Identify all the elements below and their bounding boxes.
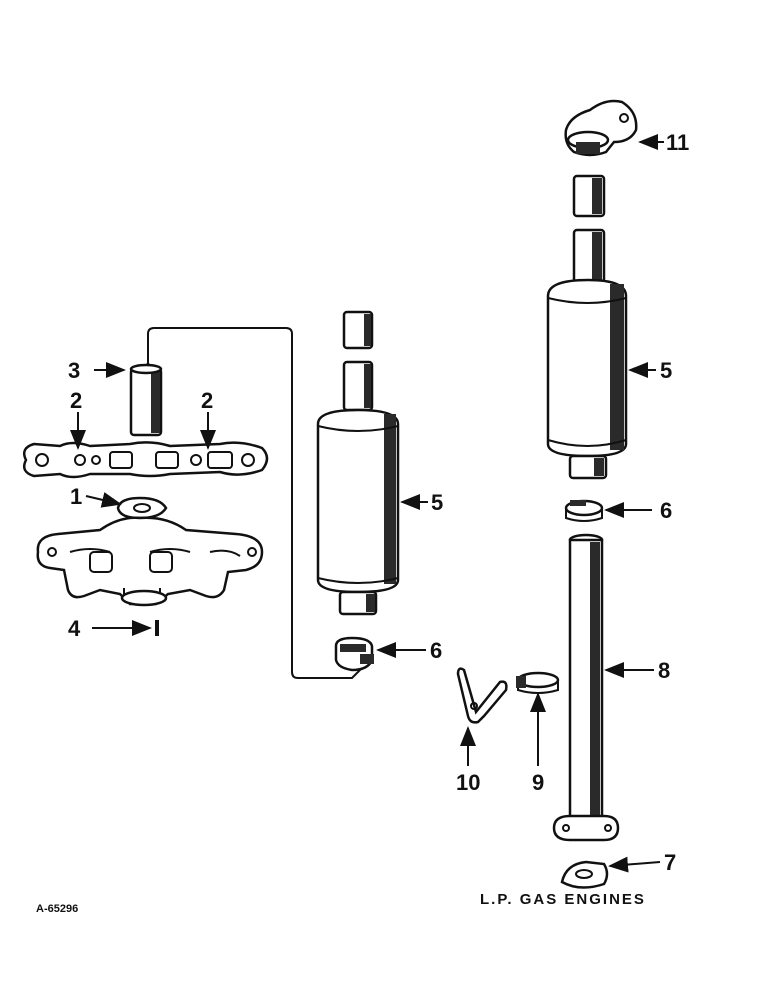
part-10-bracket bbox=[456, 667, 508, 724]
part-2-gasket bbox=[23, 441, 269, 479]
part-7-gasket bbox=[560, 860, 609, 889]
figure-id: A-65296 bbox=[36, 903, 78, 915]
part-11-elbow-outlet bbox=[564, 99, 638, 157]
part-3-pipe bbox=[129, 363, 163, 437]
part-5-muffler-left bbox=[316, 310, 400, 616]
part-8-tail-pipe bbox=[552, 533, 620, 842]
callout-2-left: 2 bbox=[70, 388, 82, 413]
part-6-clamp-right bbox=[564, 499, 604, 522]
connector-line bbox=[140, 327, 363, 679]
callout-9: 9 bbox=[532, 770, 544, 795]
callout-5-left: 5 bbox=[431, 490, 443, 515]
callout-8: 8 bbox=[658, 658, 670, 683]
callout-2-right: 2 bbox=[201, 388, 213, 413]
part-5-muffler-right bbox=[546, 228, 628, 480]
section-caption: L.P. GAS ENGINES bbox=[480, 891, 646, 908]
short-pipe-right bbox=[572, 174, 606, 218]
callout-7: 7 bbox=[664, 850, 676, 875]
callout-10: 10 bbox=[456, 770, 480, 795]
callout-3: 3 bbox=[68, 358, 80, 383]
exhaust-manifold bbox=[36, 516, 264, 607]
callout-5-right: 5 bbox=[660, 358, 672, 383]
part-1-flange-gasket bbox=[116, 496, 168, 520]
callout-6-right: 6 bbox=[660, 498, 672, 523]
callout-1: 1 bbox=[70, 484, 82, 509]
part-4-stud bbox=[155, 620, 159, 636]
part-6-clamp-left bbox=[334, 636, 374, 672]
callout-4: 4 bbox=[68, 616, 81, 641]
part-9-clamp bbox=[516, 671, 560, 694]
callout-6-left: 6 bbox=[430, 638, 442, 663]
leader-lines bbox=[70, 134, 664, 873]
callout-11: 11 bbox=[666, 130, 689, 155]
